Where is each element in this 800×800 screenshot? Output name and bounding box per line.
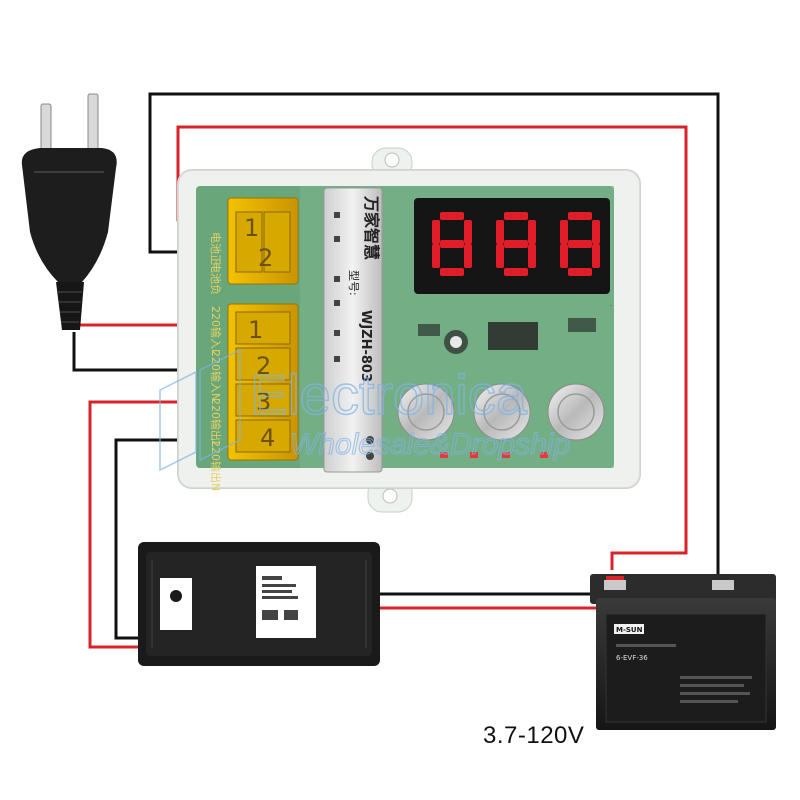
terminal-label-in-L: 220输入L (209, 306, 223, 356)
capacitors (397, 383, 605, 441)
terminal-label-out-N: 220输出N (209, 440, 223, 491)
capacitor-1 (397, 383, 455, 441)
display-digit-3-segment-c (592, 244, 600, 268)
control-module: 1 2 1 2 3 4 电池正 电池负 220输入L 220输入N 220输出L… (177, 147, 641, 513)
terminal-number-ac-1: 1 (248, 316, 263, 344)
display-digits (432, 212, 600, 276)
watermark-brand: Electronica (250, 363, 528, 426)
display-digit-1-segment-g (440, 240, 464, 248)
display-digit-1-segment-a (440, 212, 464, 220)
display-digit-1-segment-d (440, 268, 464, 276)
watermark-logo-icon (159, 348, 241, 472)
nameplate (323, 187, 383, 473)
terminal-number-ac-4: 4 (260, 424, 275, 452)
display-digit-2-segment-e (496, 244, 504, 268)
red-wire-output-L (88, 400, 232, 649)
battery-terminal-positive (604, 580, 626, 590)
capacitor-2 (473, 383, 531, 441)
display-digit-1-segment-b (464, 220, 472, 244)
battery: M-SUN 6-EVF-36 (590, 574, 776, 730)
battery-brand: M-SUN (616, 626, 643, 634)
terminal-label-bat-pos: 电池正 (209, 232, 222, 265)
display-digit-2-segment-b (528, 220, 536, 244)
display-digit-2-segment-f (496, 220, 504, 244)
display-digit-3-segment-a (568, 212, 592, 220)
display-digit-2-segment-c (528, 244, 536, 268)
voltage-caption: 3.7-120V (483, 722, 585, 749)
display-value: 888 (610, 305, 612, 307)
display-digit-1-segment-e (432, 244, 440, 268)
terminal-number-ac-3: 3 (256, 388, 271, 416)
display-digit-3-segment-f (560, 220, 568, 244)
charger-indicator (170, 590, 182, 602)
display-digit-1-segment-f (432, 220, 440, 244)
battery-terminal-negative (712, 580, 734, 590)
display-digit-3-segment-d (568, 268, 592, 276)
terminal-label-in-N: 220输入N (209, 350, 223, 401)
display-digit-3-segment-g (568, 240, 592, 248)
watermark-tagline: Wholesale&Dropship (290, 428, 570, 461)
battery-model: 6-EVF-36 (616, 654, 648, 662)
display-digit-2-segment-d (504, 268, 528, 276)
capacitor-3 (547, 383, 605, 441)
terminal-label-out-L: 220输出L (209, 398, 223, 448)
nameplate-model: WJZH-803 (358, 310, 373, 382)
watermark: Electronica Wholesale&Dropship (159, 348, 571, 472)
display-digit-3-segment-b (592, 220, 600, 244)
plug-body (21, 148, 117, 282)
black-wire-output-N (114, 438, 232, 640)
charger-adapter (138, 542, 380, 666)
terminal-number-1: 1 (244, 214, 259, 242)
plug-prong-right (87, 93, 99, 155)
nameplate-model-label: 型号: (347, 270, 361, 296)
terminal-label-bat-neg: 电池负 (209, 262, 223, 295)
nameplate-brand: 万家智慧 (362, 195, 381, 260)
plug-strain-relief (56, 282, 84, 330)
display-digit-2-segment-g (504, 240, 528, 248)
display-digit-2-segment-a (504, 212, 528, 220)
display-digit-1-segment-c (464, 244, 472, 268)
charger-label-left (160, 578, 192, 630)
terminal-number-ac-2: 2 (256, 352, 271, 380)
power-plug (21, 93, 117, 330)
display-digit-3-segment-e (560, 244, 568, 268)
terminal-number-2: 2 (258, 244, 273, 272)
